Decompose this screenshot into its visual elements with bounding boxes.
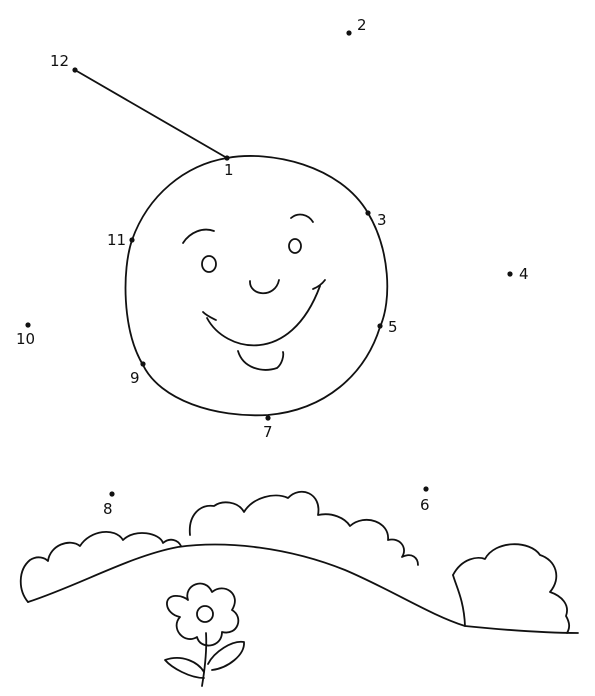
dot-marker [72, 67, 78, 73]
dot-number: 9 [130, 369, 140, 387]
dot-10: 10 [16, 322, 35, 348]
dot-number: 6 [420, 496, 430, 514]
face-outline [124, 155, 389, 417]
face [124, 155, 389, 417]
dot-marker [224, 155, 230, 161]
dot-6: 6 [420, 486, 430, 514]
dot-number: 12 [50, 52, 69, 70]
flower-center [196, 605, 214, 623]
dot-marker [507, 271, 513, 277]
dot-marker [346, 30, 352, 36]
dot-11: 11 [107, 231, 135, 249]
dot-marker [423, 486, 429, 492]
dot-marker [109, 491, 115, 497]
flower [164, 582, 245, 687]
dot-marker [25, 322, 31, 328]
dot-number: 1 [224, 161, 234, 179]
dot-12: 12 [50, 52, 78, 73]
connected-line-12-1 [74, 69, 228, 159]
nose [249, 279, 280, 295]
bushes [19, 490, 571, 634]
smile [206, 285, 321, 347]
dot-number: 5 [388, 318, 398, 336]
dot-marker [365, 210, 371, 216]
hill-outline [27, 543, 579, 634]
dot-marker [140, 361, 146, 367]
dot-4: 4 [507, 265, 529, 283]
hill [27, 543, 579, 634]
dot-2: 2 [346, 16, 367, 36]
dot-marker [377, 323, 383, 329]
left-eye [201, 255, 217, 273]
flower-petals [166, 582, 240, 647]
dot-number: 7 [263, 423, 273, 441]
left-eyebrow [182, 228, 215, 244]
dot-8: 8 [103, 491, 115, 518]
dot-number: 8 [103, 500, 113, 518]
dot-1: 1 [224, 155, 234, 179]
dot-number: 4 [519, 265, 529, 283]
dot-marker [129, 237, 135, 243]
dot-number: 3 [377, 211, 387, 229]
right-bush-base [452, 574, 466, 627]
flower-leaf-right [207, 640, 245, 671]
dot-number: 10 [16, 330, 35, 348]
flower-stem [201, 632, 208, 687]
right-bush [452, 543, 571, 634]
right-eyebrow [290, 213, 314, 223]
flower-leaf-left [164, 657, 205, 679]
dot-number: 2 [357, 16, 367, 34]
dot-marker [265, 415, 271, 421]
smile-right-dimple [312, 279, 326, 290]
right-eye [288, 238, 302, 254]
middle-bush [188, 490, 419, 566]
left-bush [19, 531, 182, 603]
dot-9: 9 [130, 361, 146, 387]
dot-7: 7 [263, 415, 273, 441]
tongue [237, 350, 285, 371]
dot-number: 11 [107, 231, 126, 249]
dot-3: 3 [365, 210, 387, 229]
dot-5: 5 [377, 318, 398, 336]
smile-left-dimple [202, 311, 217, 321]
